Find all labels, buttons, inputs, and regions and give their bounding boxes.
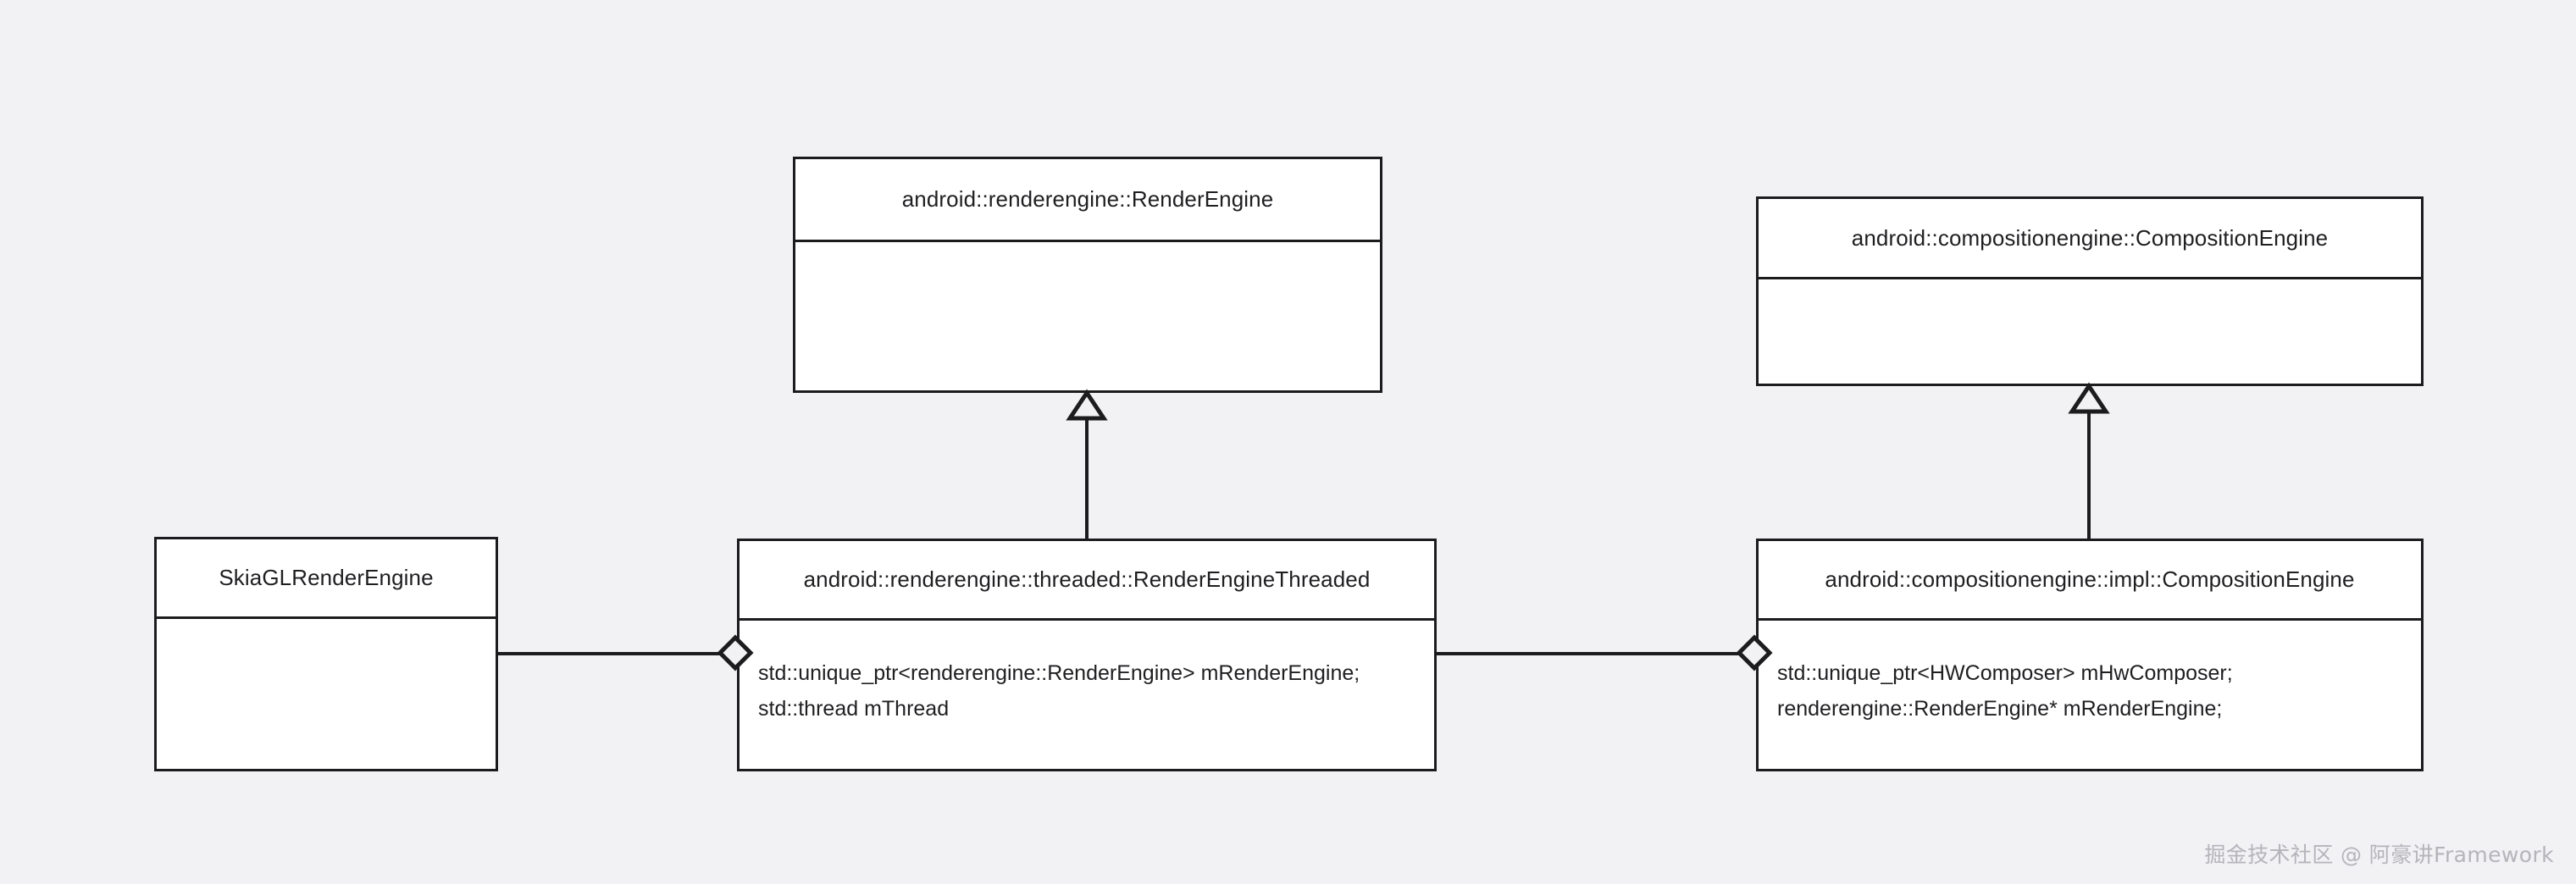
aggregation-diamond-icon: [1736, 634, 1773, 671]
class-name-skia-gl-render-engine: SkiaGLRenderEngine: [219, 565, 434, 590]
watermark-text: 掘金技术社区 @ 阿豪讲Framework: [2204, 843, 2554, 867]
class-attribute: std::unique_ptr<HWComposer> mHwComposer;: [1777, 661, 2233, 685]
generalization-edge-impl-to-compositionengine: [2087, 400, 2091, 540]
attribute-compartment-composition-engine: [1759, 279, 2421, 384]
attribute-compartment-skia-gl-render-engine: [157, 619, 496, 769]
class-name-composition-engine-impl: android::compositionengine::impl::Compos…: [1825, 566, 2355, 592]
name-compartment-composition-engine-impl: android::compositionengine::impl::Compos…: [1759, 541, 2421, 621]
attribute-compartment-composition-engine-impl: std::unique_ptr<HWComposer> mHwComposer;…: [1759, 621, 2421, 769]
class-name-render-engine-threaded: android::renderengine::threaded::RenderE…: [803, 566, 1371, 592]
generalization-edge-threaded-to-renderengine: [1085, 406, 1089, 540]
aggregation-edge-skia-to-threaded: [497, 652, 737, 655]
class-name-composition-engine: android::compositionengine::CompositionE…: [1851, 224, 2329, 251]
name-compartment-render-engine-threaded: android::renderengine::threaded::RenderE…: [740, 541, 1434, 621]
uml-class-render-engine[interactable]: android::renderengine::RenderEngine: [793, 157, 1382, 393]
uml-class-skia-gl-render-engine[interactable]: SkiaGLRenderEngine: [154, 537, 498, 771]
class-attribute: std::unique_ptr<renderengine::RenderEngi…: [758, 661, 1360, 685]
class-attribute: renderengine::RenderEngine* mRenderEngin…: [1777, 696, 2223, 721]
class-name-render-engine: android::renderengine::RenderEngine: [901, 186, 1274, 212]
name-compartment-skia-gl-render-engine: SkiaGLRenderEngine: [157, 539, 496, 619]
uml-class-composition-engine-impl[interactable]: android::compositionengine::impl::Compos…: [1756, 539, 2424, 771]
uml-class-render-engine-threaded[interactable]: android::renderengine::threaded::RenderE…: [737, 539, 1437, 771]
attribute-compartment-render-engine-threaded: std::unique_ptr<renderengine::RenderEngi…: [740, 621, 1434, 769]
uml-class-composition-engine[interactable]: android::compositionengine::CompositionE…: [1756, 196, 2424, 386]
aggregation-diamond-icon: [717, 634, 754, 671]
attribute-compartment-render-engine: [795, 242, 1380, 390]
name-compartment-composition-engine: android::compositionengine::CompositionE…: [1759, 199, 2421, 279]
class-attribute: std::thread mThread: [758, 696, 950, 721]
name-compartment-render-engine: android::renderengine::RenderEngine: [795, 159, 1380, 242]
aggregation-edge-threaded-to-impl: [1436, 652, 1756, 655]
